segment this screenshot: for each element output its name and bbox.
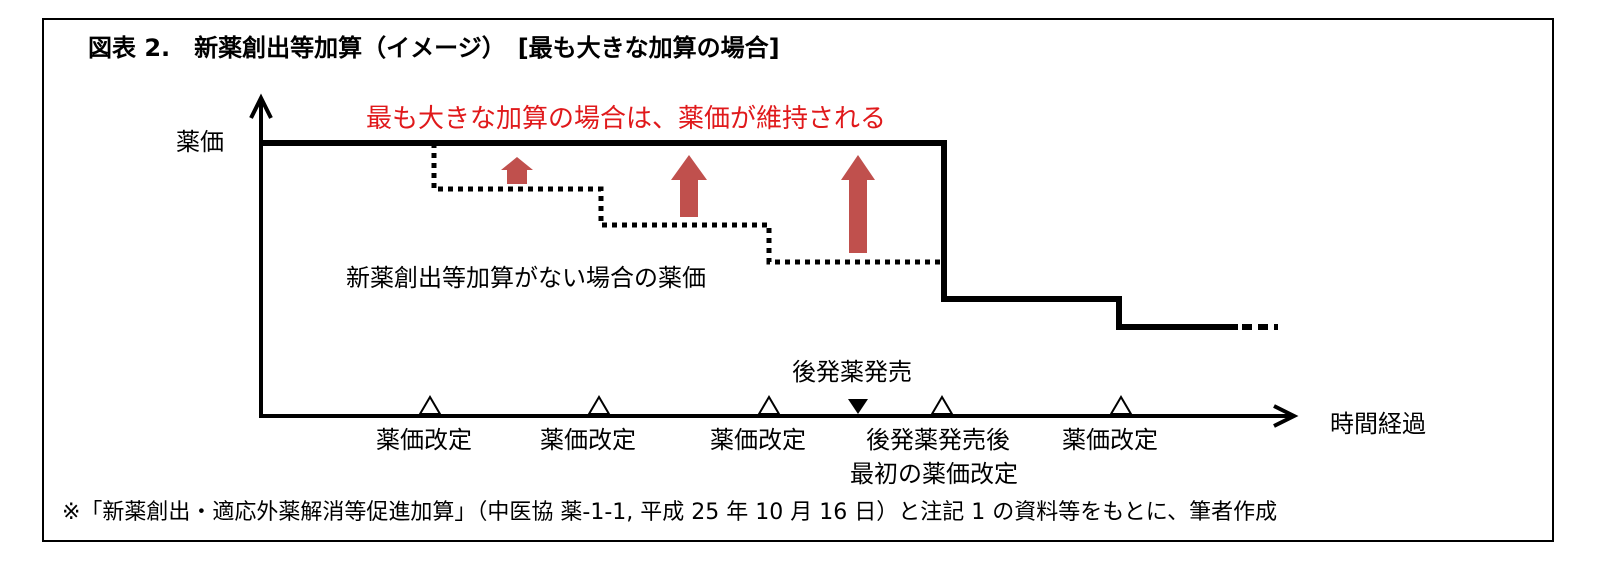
figure-frame [42,18,1554,542]
revision-marker-5 [1109,395,1133,415]
source-note: ※「新薬創出・適応外薬解消等促進加算」（中医協 薬-1-1, 平成 25 年 1… [62,500,1278,525]
max-addition-caption: 最も大きな加算の場合は、薬価が維持される [366,104,887,134]
tick-label-3: 薬価改定 [710,426,806,454]
x-axis-arrowhead [1273,404,1299,428]
y-axis-arrowhead [249,93,273,119]
tick-label-4: 後発薬発売後 [866,426,1010,454]
tick-label-2: 薬価改定 [540,426,636,454]
price-line-with-addition [261,140,1238,330]
price-line-without-addition [431,143,944,265]
revision-marker-4 [930,395,954,415]
x-axis-label: 時間経過 [1330,410,1426,438]
generic-launch-label: 後発薬発売 [792,358,912,386]
tick-label-5: 薬価改定 [1062,426,1158,454]
no-addition-caption: 新薬創出等加算がない場合の薬価 [346,264,706,292]
revision-marker-2 [587,395,611,415]
tick-label-1: 薬価改定 [376,426,472,454]
figure-title: 図表 2. 新薬創出等加算（イメージ） [最も大きな加算の場合] [88,34,780,62]
tick-label-4-line2: 最初の薬価改定 [850,460,1018,488]
revision-marker-3 [757,395,781,415]
revision-marker-1 [418,395,442,415]
arrow-up-large [841,155,875,253]
arrow-up-small [501,157,533,184]
y-axis-label: 薬価 [176,128,224,156]
generic-launch-marker [848,399,868,414]
arrow-up-medium [671,155,707,217]
